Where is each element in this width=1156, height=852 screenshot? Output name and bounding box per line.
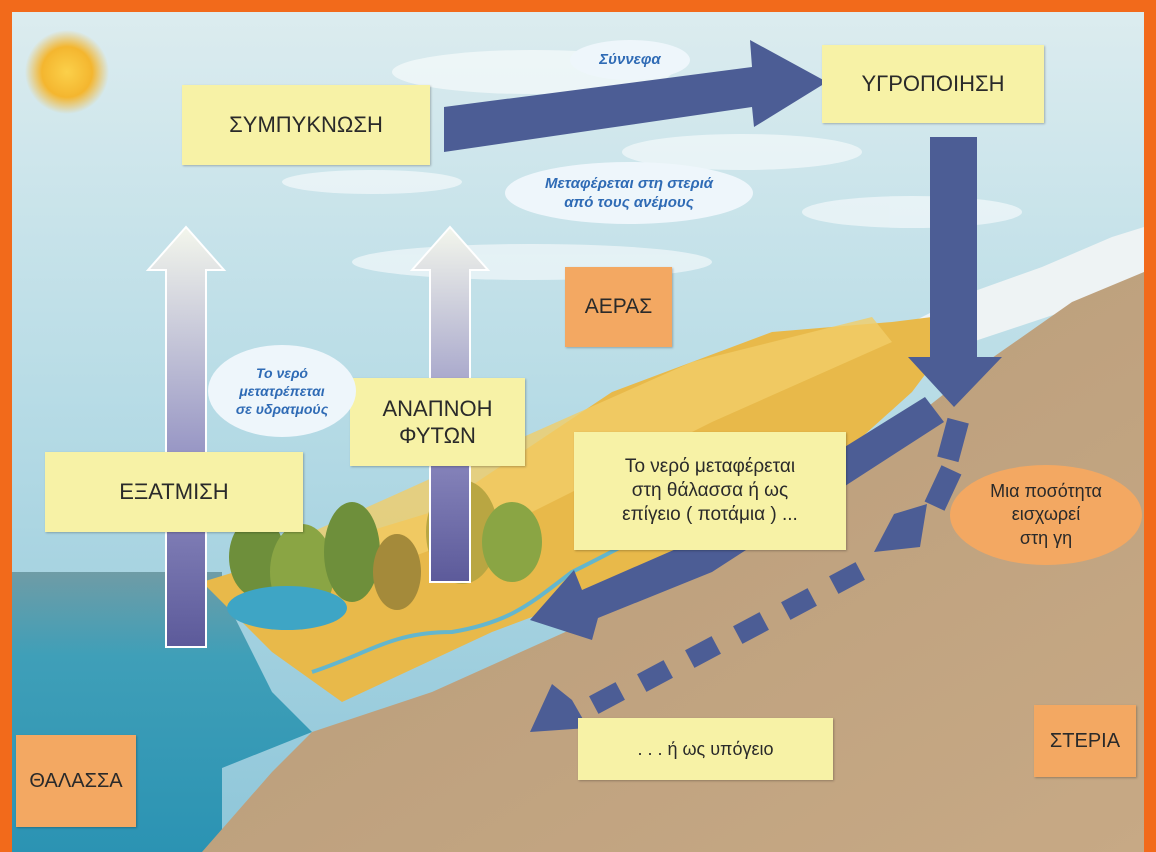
label-evaporation: ΕΞΑΤΜΙΣΗ: [45, 452, 303, 532]
groundwater-arrow: [530, 562, 865, 732]
bubble-clouds: Σύννεφα: [570, 40, 690, 80]
lake: [227, 586, 347, 630]
label-runoff: Το νερό μεταφέρεται στη θάλασσα ή ως επί…: [574, 432, 846, 550]
bubble-wind-transport: Μεταφέρεται στη στεριά από τους ανέμους: [505, 162, 753, 224]
region-land: ΣΤΕΡΙΑ: [1034, 705, 1136, 777]
mountain-ground: [202, 272, 1144, 852]
label-precipitation: ΥΓΡΟΠΟΙΗΣΗ: [822, 45, 1044, 123]
label-groundwater: . . . ή ως υπόγειο: [578, 718, 833, 780]
cloud-transport-arrow: [444, 40, 827, 152]
region-sea: ΘΑΛΑΣΣΑ: [16, 735, 136, 827]
label-condensation: ΣΥΜΠΥΚΝΩΣΗ: [182, 85, 430, 165]
sun-icon: [25, 30, 109, 114]
label-transpiration: ΑΝΑΠΝΟΗ ΦΥΤΩΝ: [350, 378, 525, 466]
bubble-water-to-vapor: Το νερό μετατρέπεται σε υδρατμούς: [208, 345, 356, 437]
infiltration-arrow: [874, 417, 969, 552]
precipitation-arrow: [908, 137, 1002, 407]
bubble-infiltration: Μια ποσότητα εισχωρεί στη γη: [950, 465, 1142, 565]
region-air: ΑΕΡΑΣ: [565, 267, 672, 347]
